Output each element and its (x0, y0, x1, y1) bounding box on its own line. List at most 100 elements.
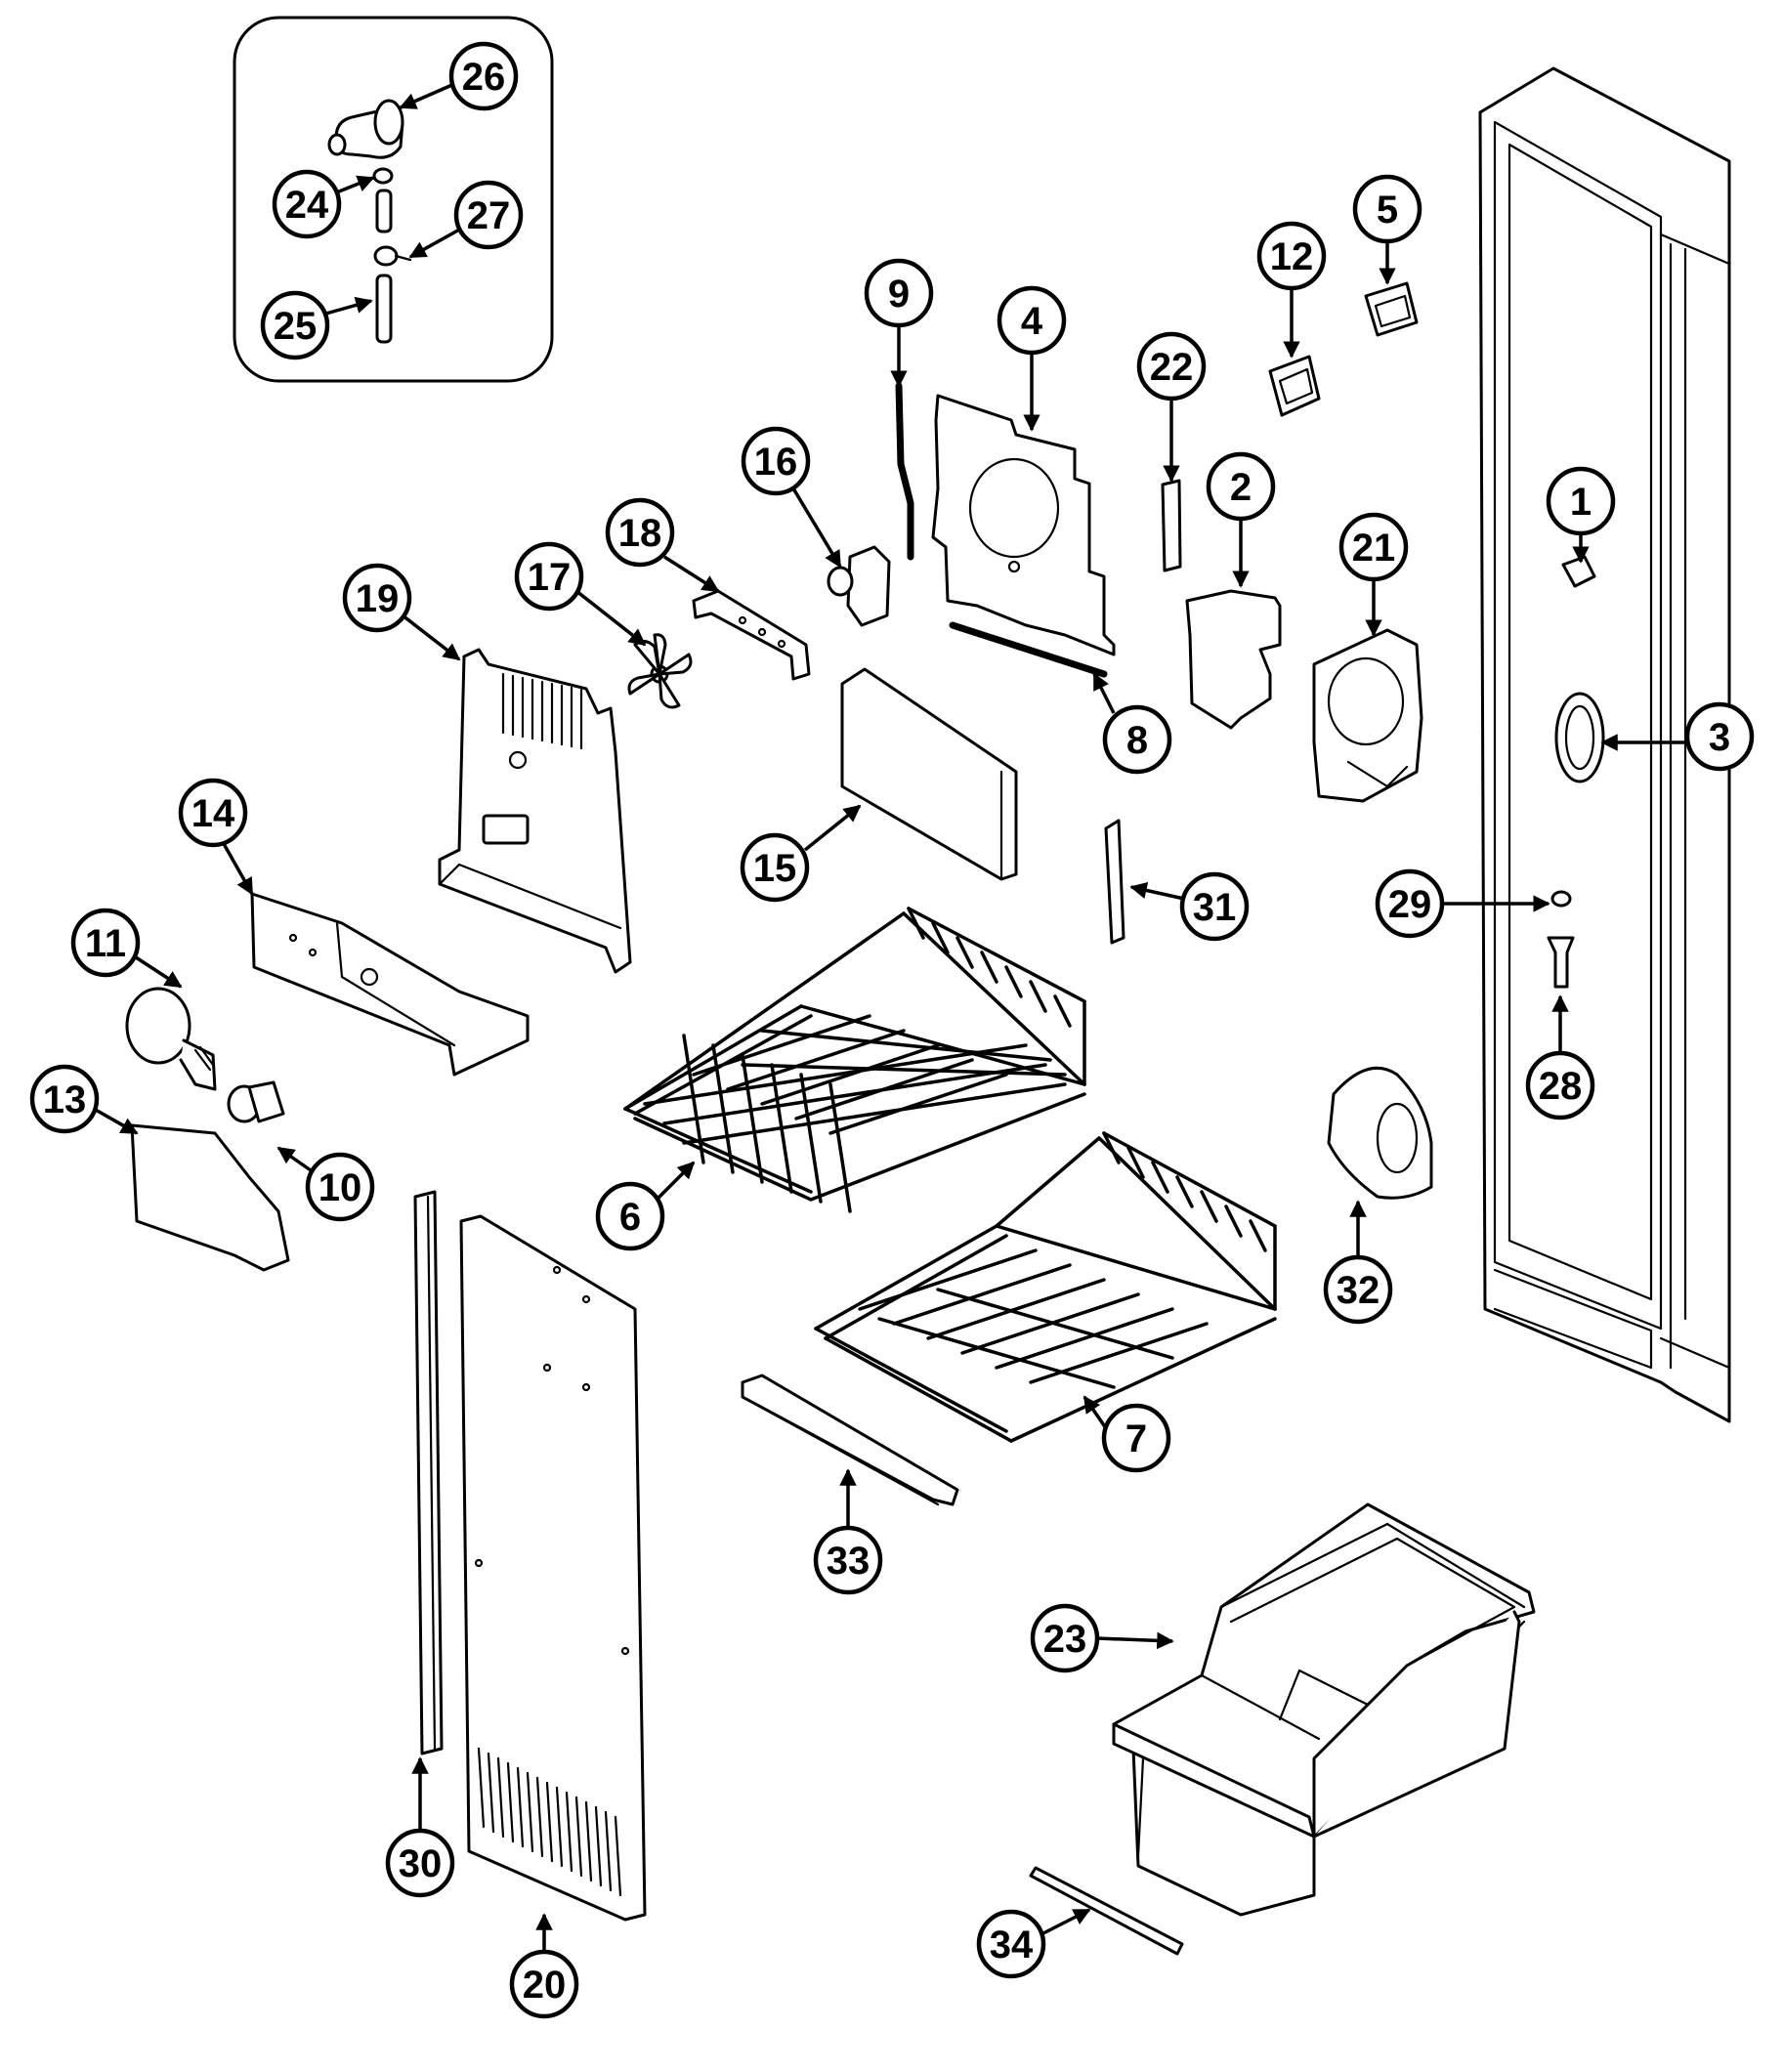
callout-circle (1375, 868, 1445, 939)
callout-circle (864, 258, 934, 328)
callout-4: 4 (997, 285, 1067, 356)
callout-circle (29, 1064, 100, 1134)
rear-panel-20 (459, 1214, 647, 1922)
callout-23: 23 (1030, 1603, 1100, 1673)
cover-plate (931, 394, 1116, 678)
callout-27: 27 (453, 180, 524, 250)
callout-number: 10 (318, 1166, 362, 1209)
rod-part-9 (895, 382, 914, 561)
callout-circle (1206, 451, 1276, 522)
callout-circle (997, 285, 1067, 356)
callout-circle (595, 1181, 665, 1251)
callout-number: 17 (528, 556, 572, 599)
callout-number: 5 (1377, 189, 1398, 232)
callout-22: 22 (1136, 331, 1207, 402)
callout-circle (342, 563, 412, 633)
callout-29: 29 (1375, 868, 1445, 939)
callout-number: 18 (618, 512, 662, 555)
callout-3: 3 (1684, 701, 1755, 772)
callout-circle (1030, 1603, 1100, 1673)
callout-circle (740, 832, 810, 903)
callout-6: 6 (595, 1181, 665, 1251)
callout-number: 23 (1043, 1618, 1087, 1661)
vent-slots-19 (501, 672, 583, 750)
button-parts (1268, 281, 1419, 417)
callout-7: 7 (1101, 1403, 1171, 1473)
trim-strip-33 (741, 1374, 959, 1506)
callout-circle (70, 908, 141, 978)
callout-circle (514, 541, 584, 612)
light-socket (227, 1080, 285, 1123)
callout-number: 11 (85, 922, 126, 965)
callout-number: 6 (619, 1196, 641, 1239)
callout-circle (260, 290, 330, 360)
callout-9: 9 (864, 258, 934, 328)
callout-circle (1525, 1050, 1595, 1121)
callout-number: 31 (1193, 886, 1237, 929)
callout-number: 26 (462, 56, 506, 99)
callout-number: 1 (1570, 481, 1592, 524)
callout-25: 25 (260, 290, 330, 360)
callout-number: 19 (356, 577, 400, 620)
callout-number: 21 (1352, 527, 1396, 570)
callout-number: 2 (1230, 466, 1252, 509)
callout-circle (1352, 174, 1422, 244)
callout-18: 18 (605, 497, 675, 568)
callout-bubbles: 1234567891011121314151617181920212223242… (29, 41, 1755, 2019)
callout-number: 33 (827, 1540, 870, 1583)
callout-circle (1684, 701, 1755, 772)
callout-circle (605, 497, 675, 568)
light-bulb (125, 987, 217, 1091)
callout-number: 16 (754, 441, 798, 484)
callout-circle (741, 426, 811, 496)
thermostat (827, 545, 891, 627)
callout-1: 1 (1546, 466, 1616, 536)
callout-20: 20 (509, 1949, 579, 2019)
callout-19: 19 (342, 563, 412, 633)
callout-number: 15 (753, 847, 797, 890)
callout-number: 28 (1539, 1065, 1583, 1108)
callout-circle (1101, 1403, 1171, 1473)
callout-circle (1102, 704, 1172, 775)
callout-33: 33 (813, 1525, 883, 1595)
callout-13: 13 (29, 1064, 100, 1134)
callout-26: 26 (448, 41, 519, 111)
callout-circle (453, 180, 524, 250)
callout-number: 25 (274, 305, 318, 348)
callout-circle (1179, 871, 1250, 942)
callout-number: 8 (1126, 719, 1148, 762)
wire-shelf-7 (814, 1131, 1277, 1443)
callout-10: 10 (305, 1152, 375, 1222)
housing-2 (1185, 589, 1282, 730)
callout-28: 28 (1525, 1050, 1595, 1121)
callout-24: 24 (272, 169, 342, 239)
fan-shroud (1312, 628, 1423, 803)
callout-circle (1338, 512, 1409, 582)
callout-16: 16 (741, 426, 811, 496)
callout-12: 12 (1256, 221, 1327, 291)
callout-number: 27 (467, 194, 511, 237)
light-housing (250, 892, 530, 1077)
callout-2: 2 (1206, 451, 1276, 522)
callout-5: 5 (1352, 174, 1422, 244)
bracket-22 (1161, 479, 1182, 572)
callout-number: 3 (1709, 716, 1730, 759)
callout-circle (1323, 1254, 1393, 1325)
vent-slots-20 (477, 1747, 622, 1897)
evaporator-cover (438, 648, 632, 974)
wire-shelf-6 (623, 907, 1086, 1213)
callout-number: 7 (1125, 1417, 1147, 1460)
storage-bin-23 (1112, 1502, 1536, 1917)
callout-number: 24 (285, 184, 329, 227)
callout-15: 15 (740, 832, 810, 903)
callout-circle (1546, 466, 1616, 536)
callout-number: 9 (888, 273, 910, 316)
callout-circle (1136, 331, 1207, 402)
callout-number: 29 (1388, 883, 1432, 926)
callout-circle (813, 1525, 883, 1595)
callout-circle (385, 1828, 455, 1898)
callout-31: 31 (1179, 871, 1250, 942)
callout-circle (272, 169, 342, 239)
callout-circle (448, 41, 519, 111)
callout-34: 34 (976, 1909, 1046, 1979)
